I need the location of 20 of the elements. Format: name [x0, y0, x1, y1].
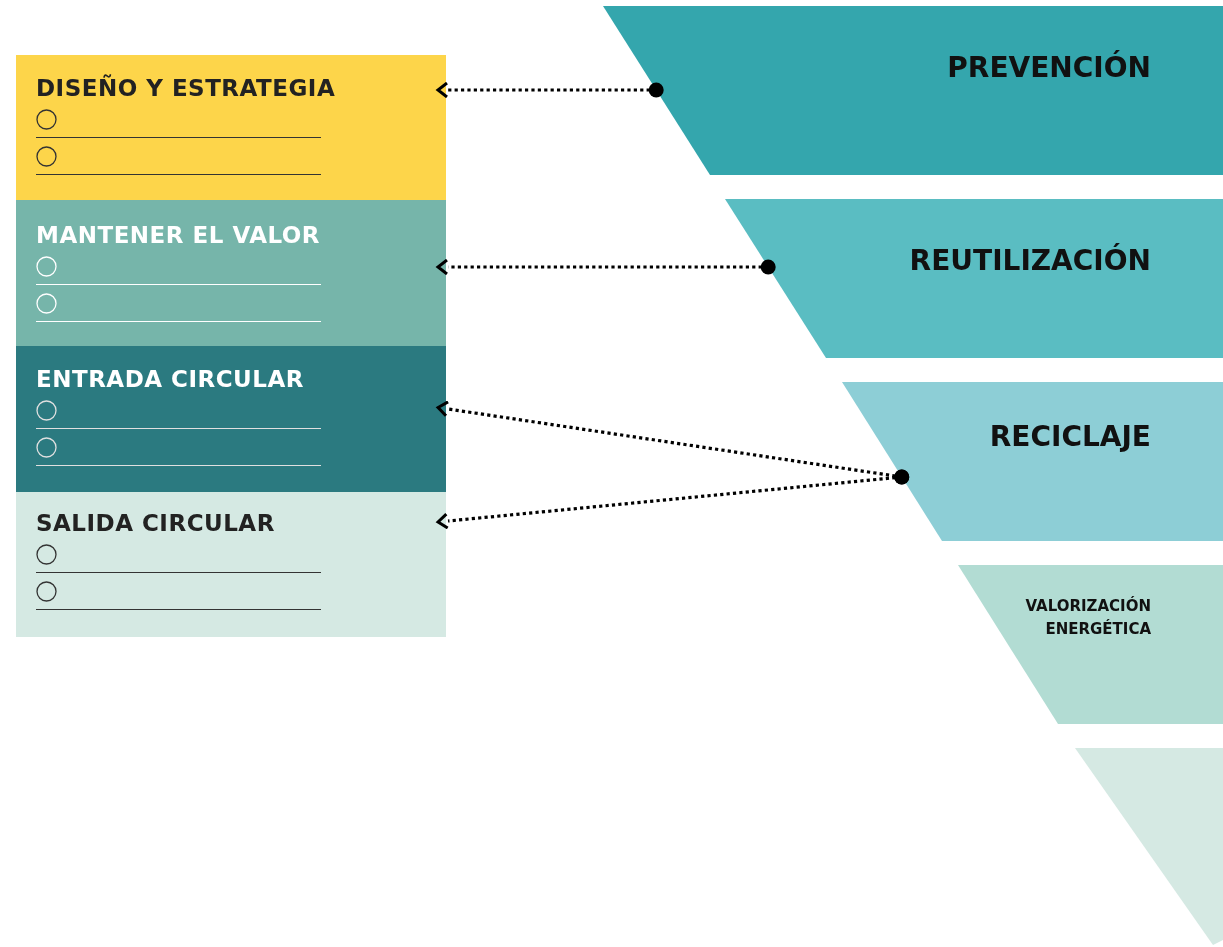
- funnel-tip: [1075, 748, 1223, 945]
- dotted-arrow: [436, 258, 776, 276]
- panel-heading: SALIDA CIRCULAR: [36, 510, 275, 536]
- category-panel: [16, 346, 446, 492]
- funnel-band: [842, 382, 1223, 541]
- funnel-band: [603, 6, 1223, 175]
- funnel-band: [725, 199, 1223, 358]
- category-panel: [16, 200, 446, 346]
- band-label: REUTILIZACIÓN: [909, 244, 1151, 278]
- category-panel: [16, 55, 446, 200]
- band-label: PREVENCIÓN: [947, 51, 1151, 85]
- panel-heading: MANTENER EL VALOR: [36, 222, 321, 248]
- band-label: VALORIZACIÓN ENERGÉTICA: [1024, 595, 1151, 641]
- dotted-arrow: [436, 81, 664, 99]
- panel-heading: ENTRADA CIRCULAR: [36, 366, 304, 392]
- funnel-band: [958, 565, 1223, 724]
- dotted-arrow: [436, 469, 910, 530]
- band-label: RECICLAJE: [989, 420, 1151, 454]
- category-panel: [16, 492, 446, 637]
- panel-heading: DISEÑO Y ESTRATEGIA: [36, 75, 336, 101]
